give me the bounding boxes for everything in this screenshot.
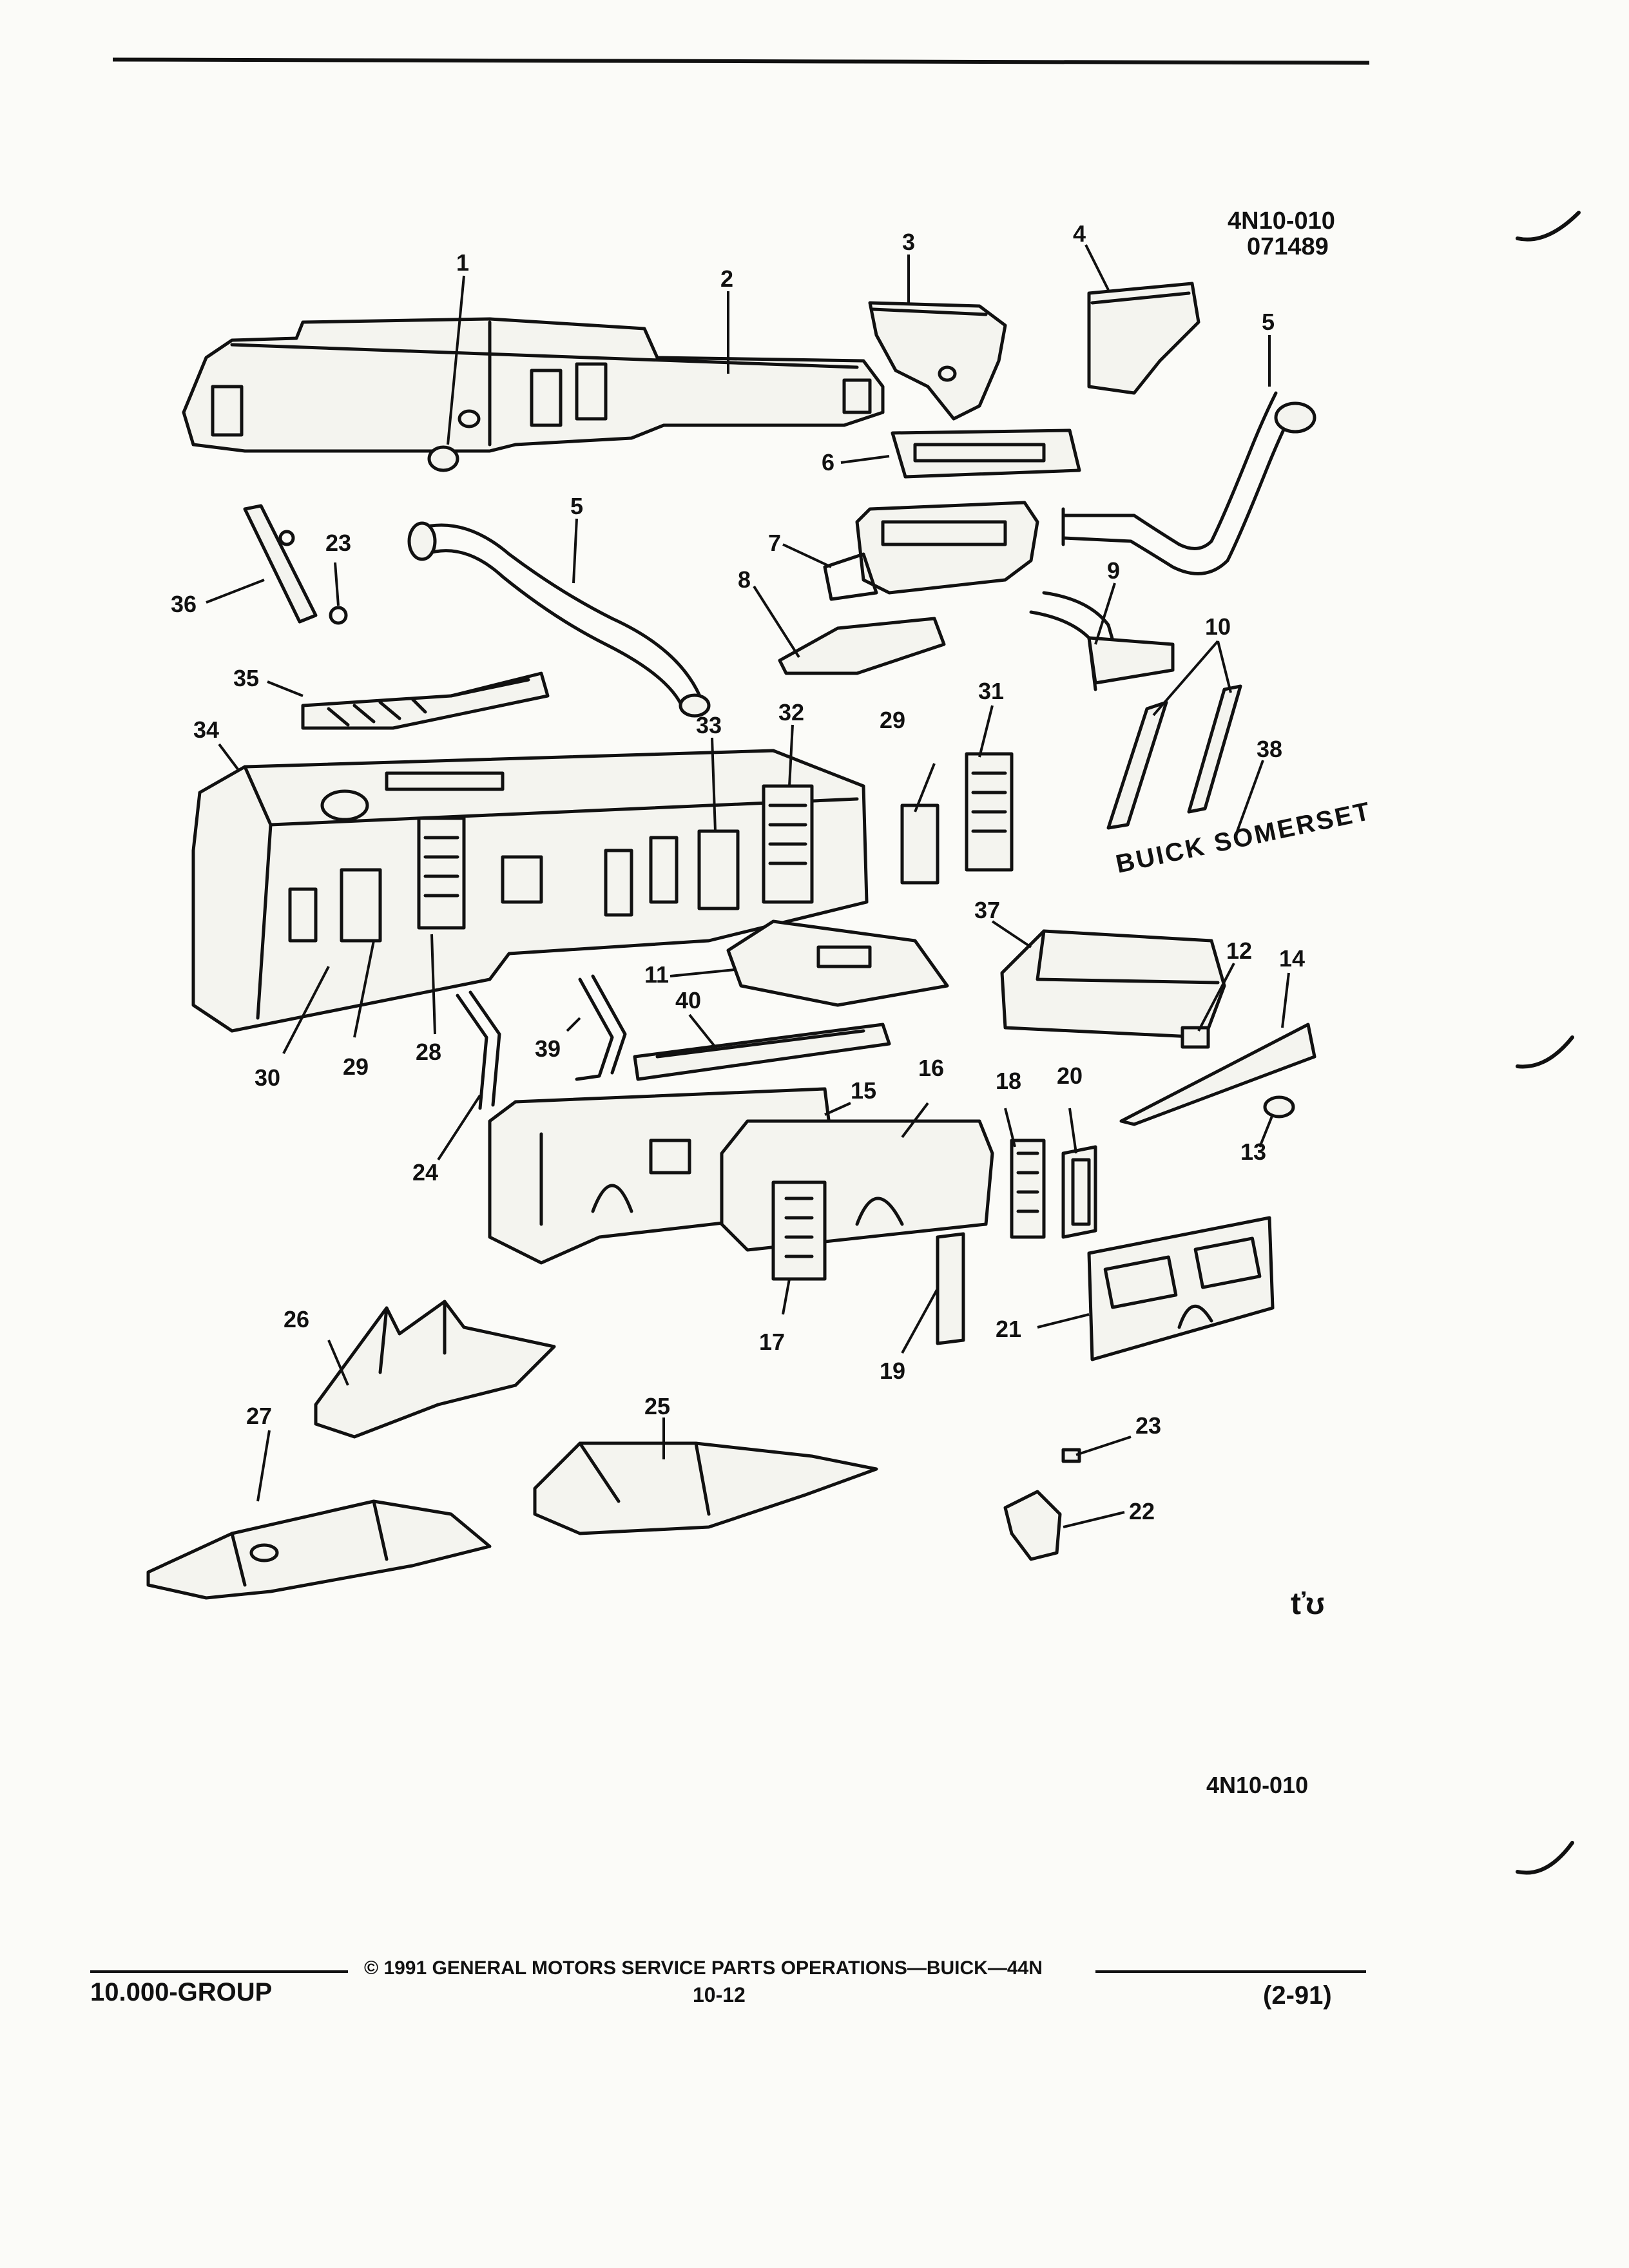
callout-21: 21	[996, 1316, 1021, 1342]
part-3-outlet	[868, 301, 1007, 421]
callout-37: 37	[974, 897, 1000, 923]
callout-36: 36	[171, 591, 197, 617]
callout-5: 5	[1262, 309, 1275, 335]
part-37-glove-box	[1000, 929, 1226, 1039]
callout-10: 10	[1205, 613, 1231, 640]
leader-lines	[206, 244, 1290, 1528]
callout-32: 32	[778, 699, 804, 726]
part-8-deflector	[778, 617, 946, 675]
callout-35: 35	[233, 665, 259, 691]
part-20-vent	[1061, 1145, 1097, 1239]
part-7-distributor	[823, 501, 1039, 601]
callout-40: 40	[675, 987, 701, 1014]
part-4-outlet	[1087, 282, 1200, 395]
callout-13: 13	[1240, 1139, 1266, 1165]
callout-24: 24	[412, 1159, 438, 1186]
part-22-clip	[1003, 1490, 1062, 1561]
callout-39: 39	[535, 1035, 561, 1062]
footer-page-number: 10-12	[693, 1983, 746, 2006]
callout-5b: 5	[570, 493, 583, 519]
part-36-bracket	[243, 504, 348, 625]
callout-34: 34	[193, 716, 219, 743]
callout-1: 1	[456, 249, 469, 276]
callout-23: 23	[1135, 1412, 1161, 1439]
part-39-bracket	[575, 974, 627, 1081]
callout-17: 17	[759, 1329, 785, 1355]
figure-code: 4N10-010	[1228, 207, 1335, 235]
part-2-upper-duct	[182, 317, 885, 472]
callout-12: 12	[1226, 937, 1252, 964]
part-5-hose-left	[407, 521, 711, 718]
part-5-hose-right	[1061, 391, 1316, 575]
callout-20: 20	[1057, 1062, 1083, 1089]
part-23-clip	[1061, 1448, 1081, 1463]
callout-23b: 23	[325, 530, 351, 556]
callout-28: 28	[416, 1039, 441, 1065]
footer-copyright: © 1991 GENERAL MOTORS SERVICE PARTS OPER…	[364, 1957, 1043, 1979]
part-25-panel	[533, 1441, 878, 1535]
part-10-brackets	[1106, 684, 1242, 830]
part-vents	[340, 752, 1014, 943]
callout-16: 16	[918, 1055, 944, 1081]
edge-mark-1	[1516, 211, 1581, 242]
part-24-bracket	[456, 990, 501, 1110]
figure-date: 071489	[1247, 233, 1329, 260]
callout-8: 8	[738, 566, 751, 593]
svg-text:BUICK SOMERSET: BUICK SOMERSET	[1113, 797, 1374, 879]
callout-22: 22	[1129, 1498, 1155, 1524]
edge-mark-2	[1516, 1035, 1574, 1069]
footer-revision: (2-91)	[1263, 1981, 1332, 2010]
part-14-trim	[1119, 1023, 1316, 1126]
callout-14: 14	[1279, 945, 1305, 972]
callout-25: 25	[644, 1393, 670, 1419]
callout-29: 29	[343, 1053, 369, 1080]
callout-38: 38	[1257, 736, 1282, 762]
callout-7: 7	[768, 530, 781, 556]
footer-rule-left	[90, 1970, 348, 1973]
callout-labels: 1 2 3 4 5 5 6 7 8 9 10 11 12 13 14 15 16…	[171, 220, 1305, 1524]
part-16-bezel	[720, 1119, 994, 1252]
callout-33: 33	[696, 712, 722, 738]
part-19-filler	[936, 1232, 965, 1345]
callout-3: 3	[902, 229, 915, 255]
callout-11: 11	[644, 961, 669, 988]
callout-6: 6	[822, 449, 834, 476]
part-40-strip	[633, 1023, 891, 1081]
figure-footer-code: 4N10-010	[1206, 1772, 1309, 1798]
part-18-switch	[1010, 1139, 1046, 1239]
callout-4: 4	[1073, 220, 1086, 247]
callout-26: 26	[284, 1306, 309, 1332]
callout-19: 19	[880, 1358, 905, 1384]
footer-rule-right	[1095, 1970, 1366, 1973]
part-34-instrument-panel	[191, 749, 869, 1033]
part-26-support	[314, 1300, 556, 1439]
margin-mark: ťʊ	[1291, 1587, 1325, 1621]
callout-9: 9	[1107, 557, 1120, 584]
callout-30: 30	[255, 1064, 280, 1091]
callout-18: 18	[996, 1068, 1021, 1094]
part-9-duct	[1029, 591, 1175, 691]
callout-31: 31	[978, 678, 1004, 704]
part-21-bezel-frame	[1087, 1216, 1275, 1361]
callout-27: 27	[246, 1403, 272, 1429]
part-35-grille	[301, 671, 550, 730]
part-6-plate	[891, 428, 1081, 479]
part-38-emblem: BUICK SOMERSET	[1113, 797, 1374, 879]
footer-group: 10.000-GROUP	[90, 1978, 273, 2006]
edge-mark-3	[1516, 1841, 1574, 1875]
part-27-tray	[146, 1499, 492, 1600]
part-11-bracket	[726, 919, 949, 1007]
callout-15: 15	[851, 1077, 876, 1104]
part-17-switch	[771, 1180, 827, 1281]
callout-29b: 29	[880, 707, 905, 733]
callout-2: 2	[720, 265, 733, 292]
